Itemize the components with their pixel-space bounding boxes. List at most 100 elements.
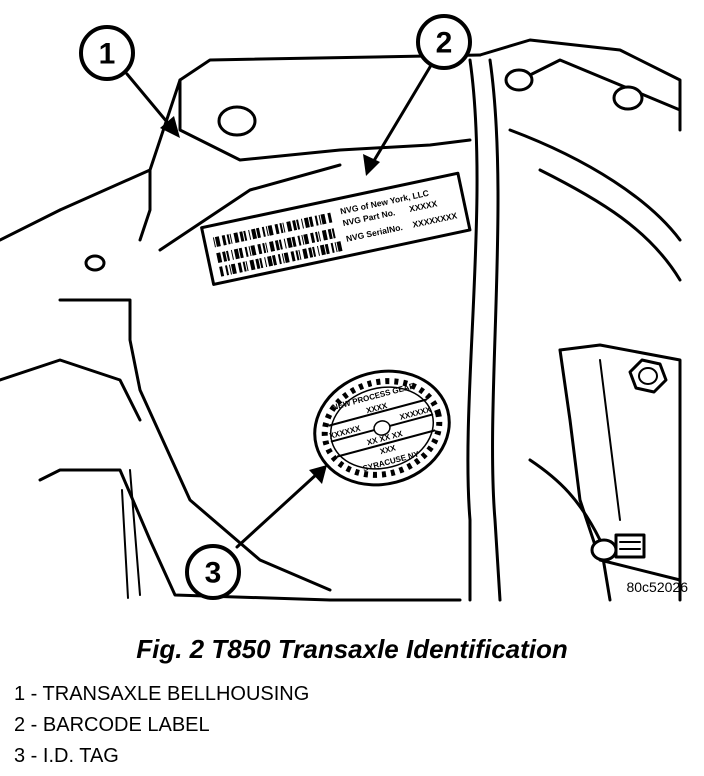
barcode-stripe [271, 255, 277, 266]
barcode-stripe [286, 221, 293, 232]
barcode-stripe [265, 226, 269, 237]
barcode-stripe [291, 236, 297, 247]
barcode-stripe [262, 243, 267, 254]
barcode-stripe [242, 261, 247, 272]
hex-bolt [628, 358, 668, 394]
barcode-stripe [300, 218, 304, 229]
side-stud [614, 533, 646, 559]
barcode-stripe [324, 243, 330, 255]
barcode-stripe [243, 230, 248, 241]
barcode-stripe [225, 265, 230, 276]
barcode-stripe [320, 213, 327, 225]
transaxle-illustration: NVG of New York, LLC NVG Part No. XXXXX … [0, 14, 688, 602]
figure-code: 80c52026 [626, 579, 688, 595]
barcode-stripe [233, 232, 240, 243]
barcode-stripe [230, 249, 234, 260]
barcode-stripe [257, 243, 263, 255]
barcode-stripe [330, 242, 335, 253]
barcode-stripe [219, 266, 225, 277]
barcode-stripe [269, 241, 276, 252]
barcode-stripe [301, 234, 305, 245]
barcode-stripe [228, 264, 232, 275]
barcode-stripe [295, 250, 300, 261]
barcode-stripe [334, 242, 338, 253]
barcode-stripe [327, 228, 333, 240]
barcode-stripe [274, 240, 280, 251]
barcode-stripe [249, 259, 256, 271]
barcode-stripe [277, 254, 282, 265]
barcode-stripe [308, 247, 314, 258]
barcode-stripe [267, 255, 274, 267]
barcode-stripe [315, 231, 320, 242]
barcode-stripe [292, 220, 298, 231]
callout-2: 2 [416, 14, 472, 70]
barcode-stripe [317, 231, 322, 242]
barcode-stripe [216, 252, 223, 263]
barcode-stripe [267, 225, 274, 236]
barcode-stripe [278, 239, 283, 250]
barcode-stripe [302, 248, 309, 260]
barcode-stripe [264, 257, 268, 268]
barcode-stripe [279, 222, 284, 234]
arrow-head-3 [309, 465, 327, 484]
barcode-stripe [245, 261, 249, 272]
barcode-stripe [274, 223, 280, 235]
barcode-stripe [237, 262, 243, 273]
callout-3: 3 [185, 544, 241, 600]
barcode-stripe [250, 245, 257, 256]
barcode-stripe [226, 250, 231, 261]
bellhousing-holes [84, 68, 644, 562]
barcode-stripe [283, 238, 287, 249]
figure-caption: Fig. 2 T850 Transaxle Identification [136, 634, 568, 664]
callout-2-number: 2 [436, 27, 453, 60]
barcode-stripe [290, 251, 296, 262]
barcode-stripe [286, 237, 293, 249]
barcode-stripe [303, 233, 310, 245]
barcode-stripe [248, 246, 252, 257]
barcode-stripe [297, 235, 302, 246]
bellhousing-outline [0, 38, 682, 602]
barcode-stripe [229, 233, 233, 244]
barcode-stripe [310, 232, 316, 244]
barcode-stripe [282, 222, 286, 233]
barcode-stripe [251, 228, 258, 240]
barcode-stripe [312, 246, 317, 257]
callout-1-number: 1 [99, 38, 116, 71]
id-tag-graphic: NEW PROCESS GEAR XXXX XXXXXX XXXXXX XX X… [313, 369, 451, 487]
barcode-label-graphic: NVG of New York, LLC NVG Part No. XXXXX … [200, 171, 472, 286]
barcode-stripe [308, 216, 314, 227]
barcode-stripe [226, 234, 231, 245]
leader-arrows [125, 60, 435, 549]
barcode-bars [212, 212, 343, 277]
barcode-stripe [318, 214, 322, 225]
callout-1: 1 [79, 25, 135, 81]
barcode-stripe [303, 217, 310, 228]
barcode-stripe [221, 235, 227, 246]
barcode-stripe [259, 257, 264, 269]
barcode-stripe [283, 252, 290, 263]
barcode-stripe [244, 246, 249, 257]
legend-item-2: 2 - BARCODE LABEL [14, 714, 210, 736]
barcode-stripe [233, 248, 240, 260]
barcode-stripe [255, 258, 261, 269]
barcode-stripe [214, 236, 221, 247]
legend-item-1: 1 - TRANSAXLE BELLHOUSING [14, 683, 310, 705]
barcode-stripe [296, 219, 301, 230]
barcode-stripe [222, 251, 228, 262]
barcode-stripe [321, 229, 328, 241]
callout-3-number: 3 [205, 557, 222, 590]
arrow-head-2 [363, 154, 380, 176]
barcode-stripe [261, 226, 266, 237]
barcode-stripe [238, 247, 244, 259]
barcode-stripe [255, 227, 261, 239]
barcode-stripe [248, 229, 252, 240]
barcode-stripe [327, 212, 333, 224]
barcode-stripe [230, 263, 237, 275]
arrow-head-1 [160, 116, 180, 138]
tag-row-4: XXX [379, 443, 397, 456]
barcode-stripe [239, 231, 245, 242]
barcode-stripe [298, 249, 302, 260]
barcode-stripe [212, 237, 216, 248]
barcode-stripe [336, 241, 343, 252]
legend-item-3: 3 - I.D. TAG [14, 745, 119, 767]
